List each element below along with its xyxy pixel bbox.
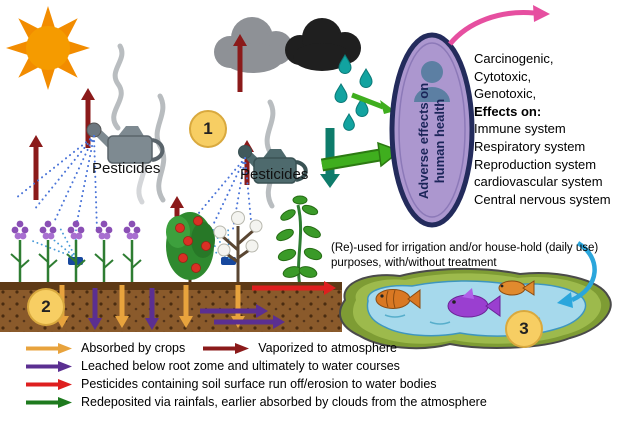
health-effect-item: cardiovascular system xyxy=(474,174,603,190)
runoff-arrow xyxy=(252,281,336,295)
legend-leached-label: Leached below root zome and ultimately t… xyxy=(81,359,400,373)
to-health-arrow-main xyxy=(320,141,402,172)
cloud-dark-icon xyxy=(285,18,361,71)
fish-purple xyxy=(447,288,501,318)
tomato-plant xyxy=(166,212,215,286)
health-effect-item: Reproduction system xyxy=(474,156,597,172)
reuse-cycle-arrow xyxy=(557,241,597,308)
cloud-gray-icon xyxy=(214,17,293,73)
legend-redeposited-label: Redeposited via rainfals, earlier absorb… xyxy=(81,395,487,409)
sun-icon xyxy=(6,6,90,90)
pesticides-label-left: Pesticides xyxy=(92,160,161,177)
pesticides-label-right: Pesticides xyxy=(240,166,309,183)
watering-can-right-icon xyxy=(238,145,308,184)
adverse-effects-line2: human health xyxy=(432,98,447,184)
pond xyxy=(338,267,612,350)
spray-right xyxy=(197,157,253,232)
vine-plant xyxy=(276,195,323,287)
person-icon xyxy=(414,61,450,102)
redeposited-arrow-icon xyxy=(26,396,72,408)
adverse-effects-label: Adverse effects on human health xyxy=(415,61,449,221)
absorbed-arrow-icon xyxy=(26,342,72,354)
human-health-ellipse xyxy=(389,32,475,228)
runoff-arrow-icon xyxy=(26,378,72,390)
legend-absorbed-label: Absorbed by crops xyxy=(81,341,186,355)
step-3-badge: 3 xyxy=(505,310,543,348)
health-effect-item: Carcinogenic, xyxy=(474,51,554,66)
legend-row-2: Leached below root zome and ultimately t… xyxy=(26,357,487,375)
leached-arrow-icon xyxy=(26,360,72,372)
legend-row-3: Pesticides containing soil surface run o… xyxy=(26,375,487,393)
pink-arrow xyxy=(448,5,550,46)
health-effect-item: Cytotoxic, xyxy=(474,68,532,84)
step-1-badge: 1 xyxy=(189,110,227,148)
legend-vaporized-label: Vaporized to atmosphere xyxy=(258,341,397,355)
health-effect-item: Immune system xyxy=(474,121,566,137)
leached-arrows xyxy=(88,288,285,330)
health-effect-item: Respiratory system xyxy=(474,138,586,154)
vaporized-arrow-icon xyxy=(203,342,250,354)
legend-runoff-label: Pesticides containing soil surface run o… xyxy=(81,377,437,391)
legend-row-4: Redeposited via rainfals, earlier absorb… xyxy=(26,393,487,411)
spray-left xyxy=(15,135,98,232)
health-effect-item: Central nervous system xyxy=(474,191,611,207)
rain-drops-icon xyxy=(334,54,373,131)
legend: Absorbed by crops Vaporized to atmospher… xyxy=(26,339,487,411)
step-2-badge: 2 xyxy=(27,288,65,326)
health-effect-item: Effects on: xyxy=(474,103,542,119)
crops-row xyxy=(10,220,142,286)
health-effects-list: Carcinogenic, Cytotoxic, Genotoxic, Effe… xyxy=(474,50,624,208)
watering-can-left-icon xyxy=(86,122,165,164)
fish-orange-1 xyxy=(375,289,421,309)
reuse-note: (Re)-used for irrigation and/or house-ho… xyxy=(331,242,599,269)
health-effect-item: Genotoxic, xyxy=(474,86,537,102)
legend-row-1: Absorbed by crops Vaporized to atmospher… xyxy=(26,339,487,357)
cotton-plant xyxy=(213,211,263,286)
adverse-effects-line1: Adverse effects on xyxy=(416,82,431,200)
fish-orange-2 xyxy=(498,280,535,296)
